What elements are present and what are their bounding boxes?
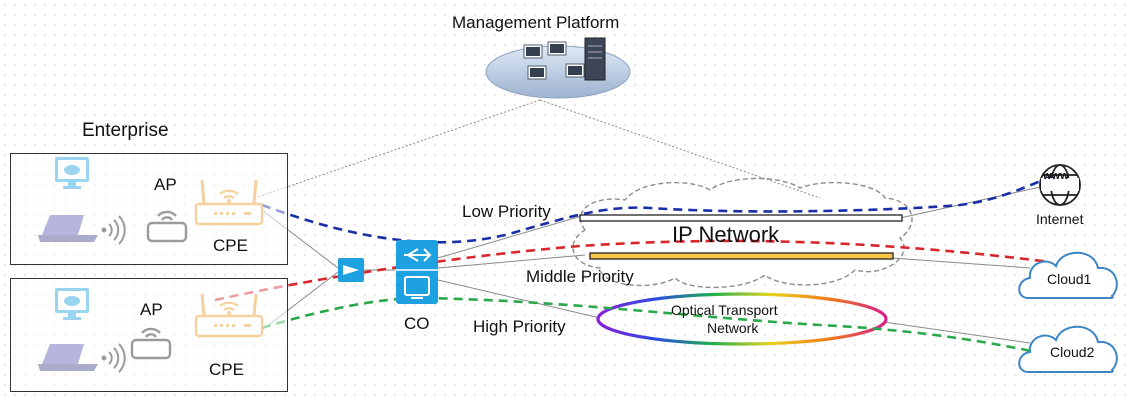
- co-switch-icon: [396, 240, 438, 304]
- cloud-icon: [1018, 325, 1118, 373]
- internet-label: Internet: [1036, 211, 1084, 227]
- otn-label-line1: Optical Transport: [671, 302, 778, 318]
- ip-network-pipes: [579, 214, 903, 260]
- optical-splitter-icon: [338, 258, 364, 282]
- middle-priority-path: [214, 239, 1051, 302]
- middle-priority-label: Middle Priority: [526, 267, 634, 286]
- globe-icon: [1039, 164, 1081, 206]
- co-label: CO: [404, 314, 430, 333]
- otn-label-line2: Network: [707, 320, 759, 336]
- cpe-label-bottom: CPE: [209, 360, 244, 379]
- optical-transport-ring: [596, 292, 888, 346]
- management-servers-icon: [485, 37, 631, 99]
- cloud2-label: Cloud2: [1050, 344, 1095, 360]
- enterprise-site-1: [10, 153, 288, 265]
- ip-network-label: IP Network: [672, 222, 780, 247]
- enterprise-site-2: [10, 278, 288, 392]
- low-priority-label: Low Priority: [462, 202, 551, 221]
- ap-label-top: AP: [154, 175, 177, 194]
- internet-globe-text: www: [1043, 170, 1069, 182]
- ap-label-bottom: AP: [140, 300, 163, 319]
- connector-lines: [254, 99, 1046, 344]
- management-platform-label: Management Platform: [452, 13, 620, 32]
- high-priority-path: [261, 296, 1051, 357]
- high-priority-label: High Priority: [473, 317, 566, 336]
- cloud-icon: [1018, 251, 1118, 299]
- enterprise-label: Enterprise: [82, 120, 169, 141]
- cpe-label-top: CPE: [213, 236, 248, 255]
- cloud1-label: Cloud1: [1047, 271, 1092, 287]
- ip-network-cloud: [572, 177, 913, 289]
